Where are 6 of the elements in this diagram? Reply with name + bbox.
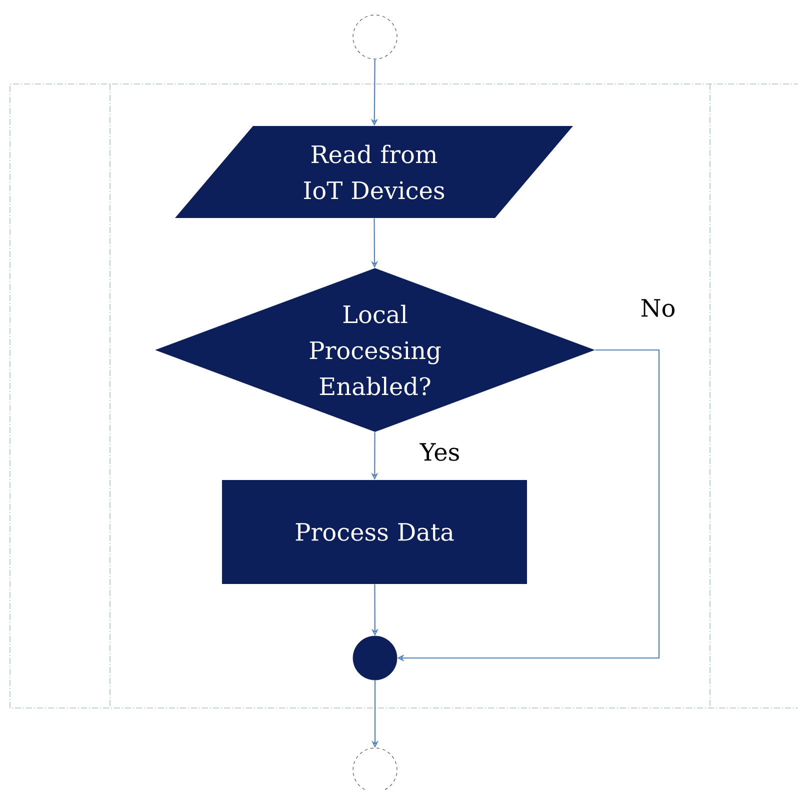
junction-circle <box>352 636 398 680</box>
process-box: Process Data <box>222 480 527 584</box>
connector-circle <box>352 14 398 60</box>
input-parallelogram: Read from IoT Devices <box>175 126 573 218</box>
edge-label: No <box>641 299 675 317</box>
edge-label: Yes <box>420 443 459 461</box>
